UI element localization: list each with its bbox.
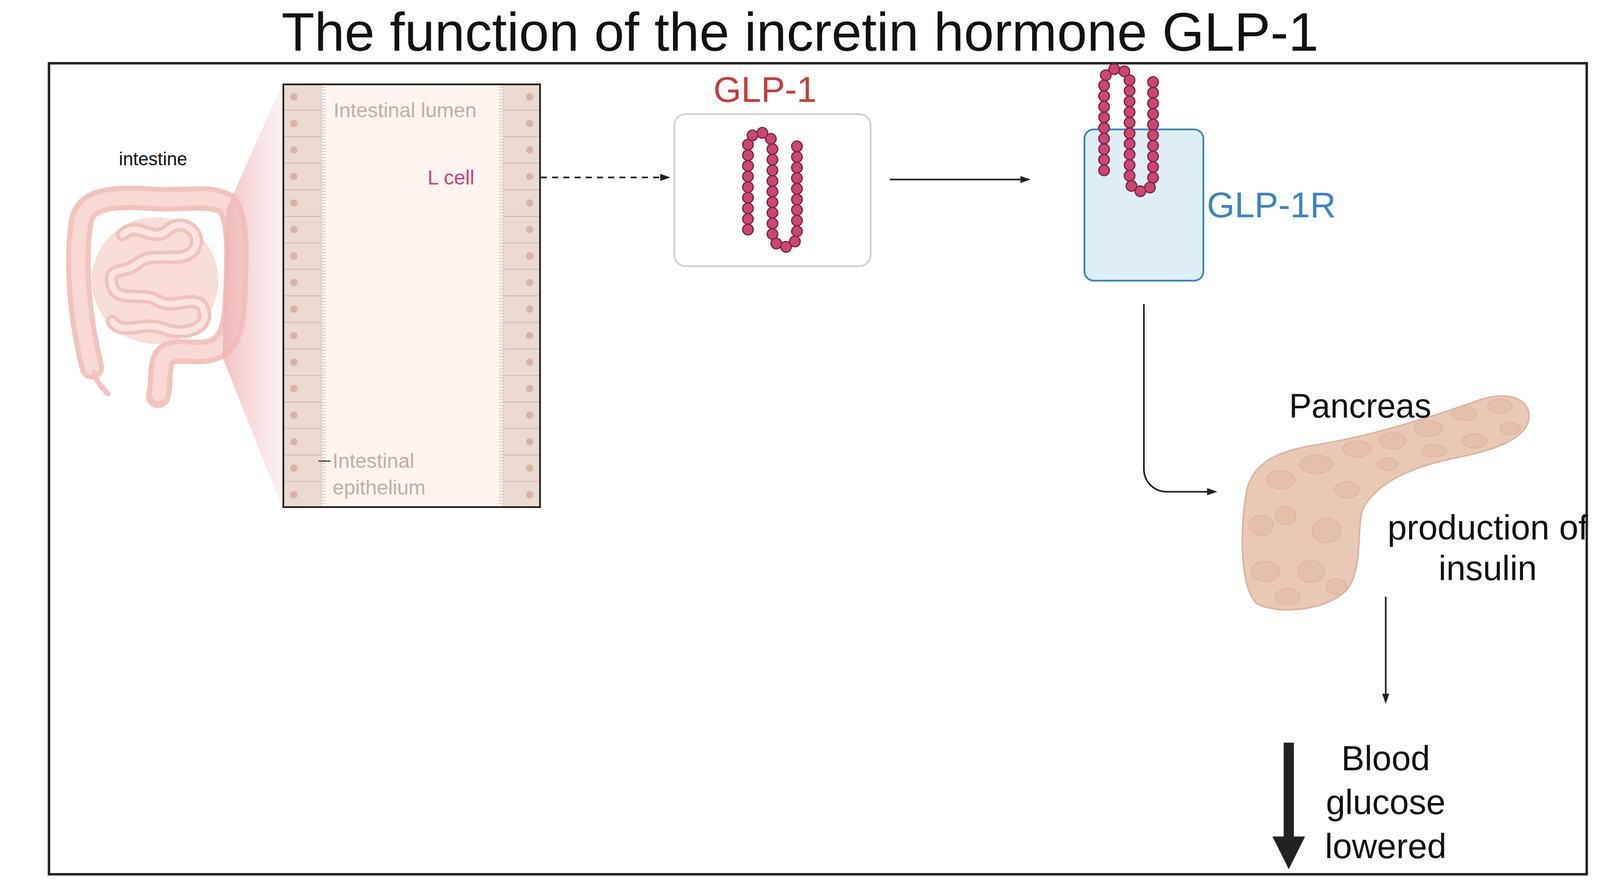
receptor-label: GLP-1R [1206, 184, 1350, 226]
pancreas-lobule [1379, 432, 1407, 449]
leader-line [318, 460, 331, 462]
arrow-head [660, 174, 671, 182]
connector [1143, 303, 1218, 496]
cell-label: L cell [384, 165, 475, 190]
pancreas-lobule [1452, 406, 1477, 421]
brush-border [321, 83, 326, 509]
pancreas-lobule [1312, 518, 1341, 543]
zoom-wedge [222, 83, 283, 509]
decrease-arrow [1272, 742, 1306, 870]
pancreas-lobule [1377, 458, 1398, 471]
region-label: Intestinal epithelium [332, 447, 456, 501]
pancreas-lobule [1251, 561, 1280, 582]
pancreas-lobule [1300, 455, 1333, 474]
appendix [94, 372, 109, 394]
epithelium-column [502, 83, 541, 509]
pancreas-lobule [1499, 422, 1521, 435]
pancreas-lobule [1334, 481, 1360, 498]
large-intestine [78, 198, 237, 397]
frame-border [48, 63, 1587, 875]
pancreas-lobule [1326, 578, 1348, 595]
pancreas-organ: Pancreasproduction of insulin [1224, 384, 1583, 597]
pancreas-lobule [1266, 470, 1295, 489]
hormone-box: GLP-1 [673, 113, 872, 268]
hormone-label: GLP-1 [703, 69, 827, 110]
pancreas-lobule [1248, 515, 1274, 536]
effect-label: production of insulin [1383, 507, 1593, 590]
intestine-illustration [78, 198, 237, 397]
region-label: Intestinal lumen [333, 97, 528, 123]
zoom-box: Intestinal lumen L cellIntestinal epithel… [282, 83, 541, 509]
brush-border [498, 83, 503, 509]
small-intestine [111, 225, 205, 332]
small-intestine-highlight [111, 225, 205, 332]
connector [540, 174, 671, 182]
pancreas-lobule [1275, 505, 1297, 525]
pancreas-lobule [1297, 560, 1325, 583]
pancreas-lobule [1462, 433, 1487, 449]
connector-line [889, 178, 1024, 181]
arrow-head [1382, 693, 1390, 705]
arrow-head [1207, 488, 1218, 496]
epithelium-column [282, 83, 322, 509]
connector-line [540, 176, 664, 179]
organ-label: Pancreas [1278, 385, 1442, 427]
pancreas-lobule [1487, 398, 1513, 414]
receptor-box: GLP-1R [1083, 128, 1204, 282]
diagram-title: The function of the incretin hormone GLP… [0, 5, 1600, 60]
connector-line [1143, 303, 1211, 492]
pancreas-lobule [1275, 588, 1301, 605]
outcome-text-box: Blood glucose lowered [1309, 736, 1463, 869]
arrow-head [1020, 176, 1031, 184]
pancreas-lobule [1342, 440, 1372, 457]
organ-label: intestine [91, 147, 215, 171]
connector [889, 176, 1031, 184]
large-intestine-haustra [78, 198, 237, 397]
intestine-fill [91, 217, 219, 344]
lumen-fill [282, 83, 541, 509]
connector [1382, 596, 1390, 705]
outcome-label: Blood glucose lowered [1309, 736, 1463, 869]
pancreas-lobule [1421, 444, 1447, 457]
connector-line [1384, 596, 1387, 698]
